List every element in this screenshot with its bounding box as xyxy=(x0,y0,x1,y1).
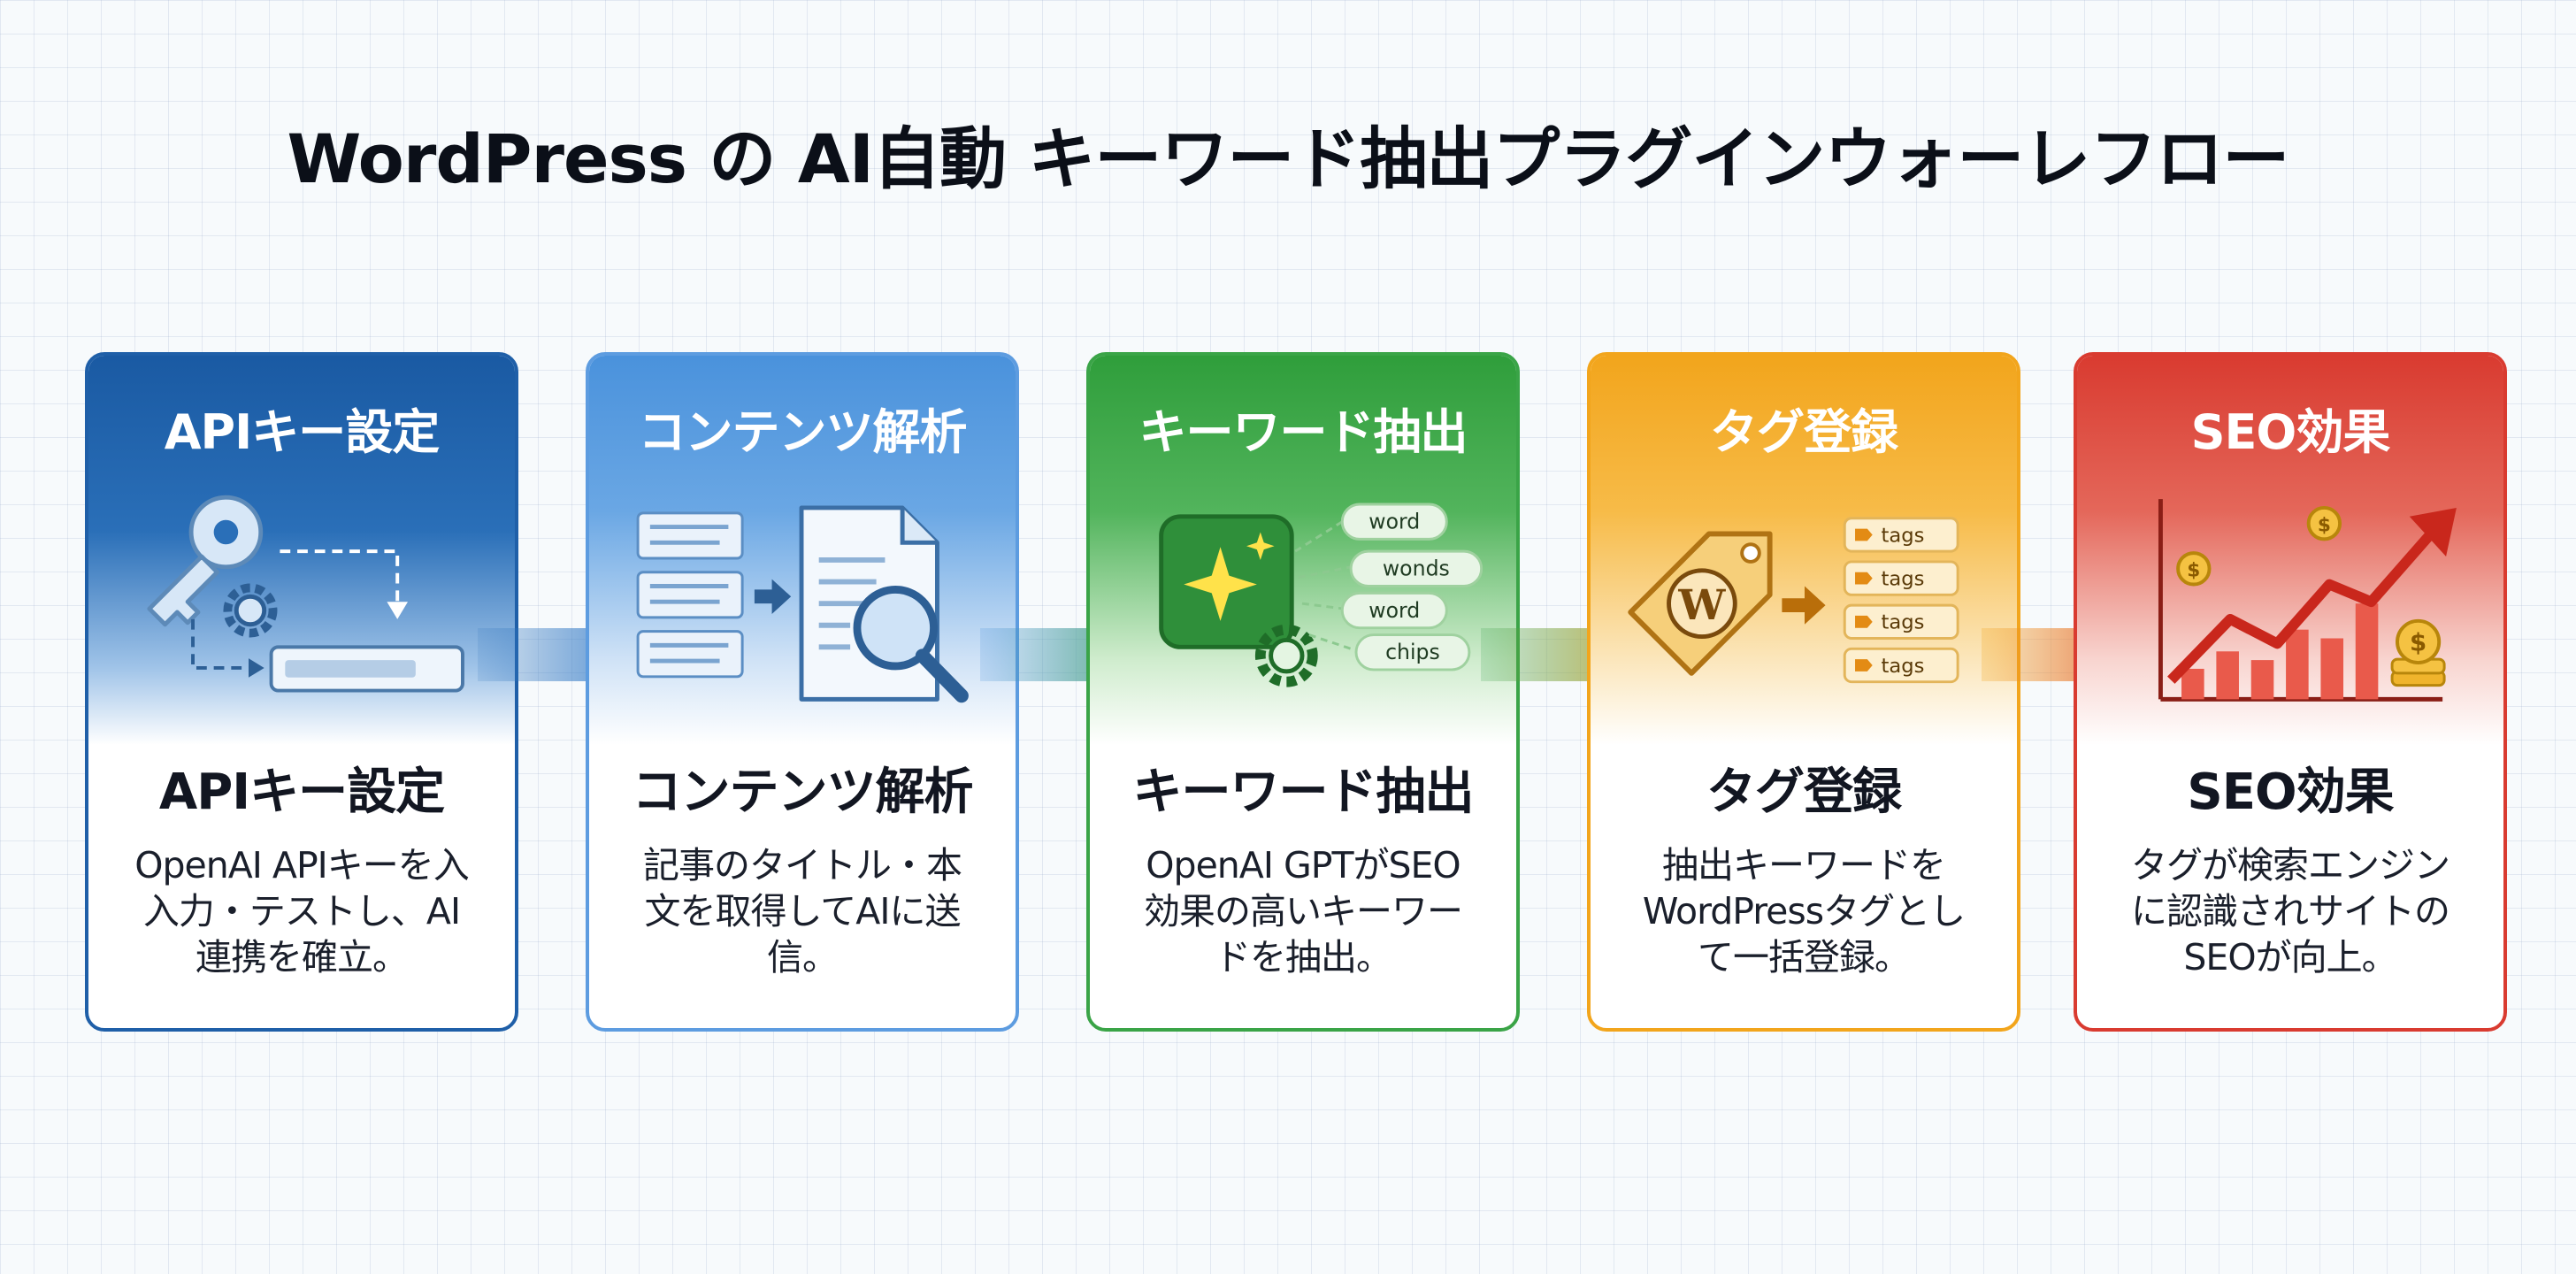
step-header-api-key: APIキー設定 xyxy=(88,356,515,745)
step-header-keyword-extraction: キーワード抽出 word wonds word ch xyxy=(1090,356,1516,745)
coin-icon: $ $ $ xyxy=(2176,505,2446,687)
text-lines-icon xyxy=(636,511,744,679)
desc-line: タグが検索エンジン xyxy=(2131,844,2450,886)
keyword-chip: word xyxy=(1368,598,1420,623)
desc-line: 効果の高いキーワー xyxy=(1144,890,1463,933)
svg-text:$: $ xyxy=(2318,515,2331,537)
step-header-label: キーワード抽出 xyxy=(1138,404,1468,460)
desc-line: OpenAI GPTがSEO xyxy=(1146,844,1460,886)
keyword-chip: chips xyxy=(1385,640,1440,664)
gear-icon xyxy=(1254,624,1318,687)
keyword-chip: word xyxy=(1368,510,1420,534)
step-header-seo-effect: SEO効果 $ $ xyxy=(2077,356,2503,745)
step-description: 記事のタイトル・本 文を取得してAIに送 信。 xyxy=(621,842,984,980)
key-icon xyxy=(147,495,264,627)
step-title: コンテンツ解析 xyxy=(632,764,974,821)
step-header-label: APIキー設定 xyxy=(164,404,440,460)
step-card-api-key: APIキー設定 APIキー設定 OpenAI APIキーを入 入力・テストし、A… xyxy=(85,352,518,1032)
desc-line: 連携を確立。 xyxy=(196,936,409,979)
step-header-label: コンテンツ解析 xyxy=(638,404,968,460)
desc-line: ドを抽出。 xyxy=(1215,936,1392,979)
svg-text:W: W xyxy=(1677,581,1726,630)
tag-registration-illustration: W tags tags tags tags xyxy=(1628,517,1959,684)
desc-line: 文を取得してAIに送 xyxy=(644,890,962,933)
api-key-illustration xyxy=(147,495,464,693)
step-title: APIキー設定 xyxy=(158,764,445,821)
step-card-keyword-extraction: キーワード抽出 word wonds word ch xyxy=(1086,352,1520,1032)
desc-line: OpenAI APIキーを入 xyxy=(134,844,470,886)
desc-line: 記事のタイトル・本 xyxy=(643,844,962,886)
desc-line: 信。 xyxy=(767,936,839,979)
svg-text:$: $ xyxy=(2410,628,2426,656)
tag-label: tags xyxy=(1882,611,1925,634)
input-field-icon xyxy=(269,645,464,693)
desc-line: 入力・テストし、AI xyxy=(142,890,461,933)
tag-label: tags xyxy=(1882,655,1925,678)
keyword-chips: word wonds word chips xyxy=(1340,503,1484,672)
step-title: キーワード抽出 xyxy=(1132,764,1475,821)
step-header-label: タグ登録 xyxy=(1710,404,1898,460)
page-title: WordPress の AI自動 キーワード抽出プラグインウォーレフロー xyxy=(287,119,2290,198)
wordpress-tag-icon: W xyxy=(1628,531,1773,676)
gear-icon xyxy=(223,583,278,638)
step-description: 抽出キーワードを WordPressタグとし て一括登録。 xyxy=(1622,842,1985,980)
step-header-content-analysis: コンテンツ解析 xyxy=(589,356,1016,745)
desc-line: SEOが向上。 xyxy=(2183,936,2397,979)
desc-line: WordPressタグとし xyxy=(1642,890,1966,933)
seo-effect-illustration: $ $ $ xyxy=(2158,499,2457,702)
desc-line: に認識されサイトの xyxy=(2131,890,2450,933)
step-description: OpenAI APIキーを入 入力・テストし、AI 連携を確立。 xyxy=(120,842,483,980)
desc-line: 抽出キーワードを xyxy=(1662,844,1946,886)
step-description: タグが検索エンジン に認識されサイトの SEOが向上。 xyxy=(2109,842,2472,980)
step-description: OpenAI GPTがSEO 効果の高いキーワー ドを抽出。 xyxy=(1122,842,1484,980)
step-card-content-analysis: コンテンツ解析 xyxy=(586,352,1019,1032)
svg-text:$: $ xyxy=(2187,560,2200,582)
step-title: SEO効果 xyxy=(2187,764,2394,821)
magnifier-icon xyxy=(853,585,969,703)
step-header-tag-registration: タグ登録 W tags tags tags tags xyxy=(1591,356,2017,745)
desc-line: て一括登録。 xyxy=(1698,936,1911,979)
growth-chart-icon xyxy=(2158,499,2457,702)
sparkle-icon xyxy=(1184,532,1275,621)
tag-label: tags xyxy=(1882,524,1925,547)
step-card-tag-registration: タグ登録 W tags tags tags tags xyxy=(1587,352,2020,1032)
step-card-seo-effect: SEO効果 $ $ xyxy=(2074,352,2507,1032)
keyword-extraction-illustration: word wonds word chips xyxy=(1159,503,1484,687)
keyword-chip: wonds xyxy=(1383,556,1450,581)
content-analysis-illustration xyxy=(636,505,969,703)
step-title: タグ登録 xyxy=(1706,764,1902,821)
step-header-label: SEO効果 xyxy=(2190,404,2391,460)
tag-label: tags xyxy=(1882,568,1925,591)
